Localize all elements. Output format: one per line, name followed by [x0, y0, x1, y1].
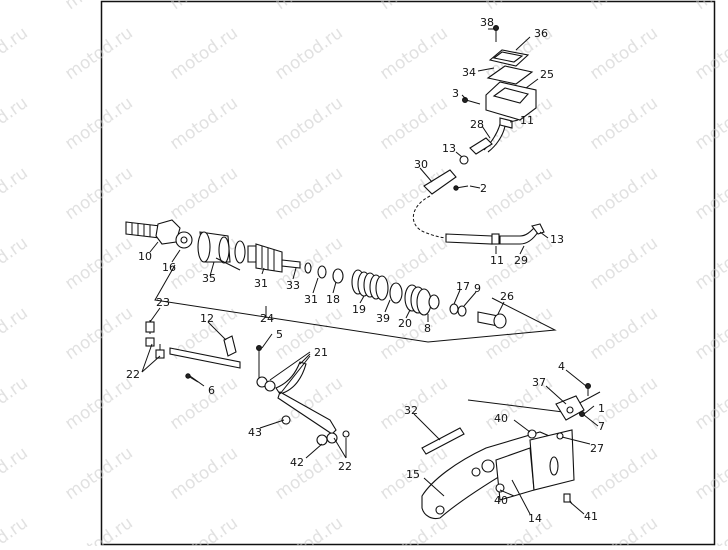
watermark-text: motod.ru — [0, 93, 32, 154]
hose-assembly — [413, 169, 545, 245]
callout-19: 19 — [352, 303, 366, 316]
callout-13-upper: 13 — [442, 142, 456, 155]
watermark-text: motod.ru — [0, 0, 32, 14]
leader-lines — [141, 28, 599, 515]
callout-23: 23 — [156, 296, 170, 309]
callout-10: 10 — [138, 250, 152, 263]
watermark-text: motod.ru — [0, 513, 32, 546]
callout-2: 2 — [480, 182, 487, 195]
callout-12: 12 — [200, 312, 214, 325]
callout-8: 8 — [424, 322, 431, 335]
watermark-text: motod.ru — [0, 23, 32, 84]
callout-22-left: 22 — [126, 368, 140, 381]
callout-30: 30 — [414, 158, 428, 171]
callout-38: 38 — [480, 16, 494, 29]
callout-31-left: 31 — [254, 277, 268, 290]
callout-27: 27 — [590, 442, 604, 455]
drawing-frame — [100, 0, 716, 546]
callout-25: 25 — [540, 68, 554, 81]
callout-31-right: 31 — [304, 293, 318, 306]
callout-11-upper: 11 — [520, 114, 534, 127]
callout-7: 7 — [598, 420, 605, 433]
callout-17: 17 — [456, 280, 470, 293]
callout-20: 20 — [398, 317, 412, 330]
callout-37: 37 — [532, 376, 546, 389]
callout-28: 28 — [470, 118, 484, 131]
pedal-assembly — [421, 383, 591, 520]
callout-1: 1 — [598, 402, 605, 415]
callout-22-right: 22 — [338, 460, 352, 473]
callout-33: 33 — [286, 279, 300, 292]
callout-4: 4 — [558, 360, 565, 373]
callout-35: 35 — [202, 272, 216, 285]
watermark-text: motod.ru — [0, 233, 32, 294]
watermark-text: motod.ru — [0, 443, 32, 504]
callout-29: 29 — [514, 254, 528, 267]
master-cylinder-components — [125, 219, 507, 329]
callout-40-upper: 40 — [494, 412, 508, 425]
watermark-text: motod.ru — [0, 373, 32, 434]
callout-21: 21 — [314, 346, 328, 359]
callout-11-lower: 11 — [490, 254, 504, 267]
callout-9: 9 — [474, 282, 481, 295]
callout-26: 26 — [500, 290, 514, 303]
part-number-labels: 38 36 34 25 3 11 28 13 30 2 13 11 29 10 … — [126, 16, 605, 525]
callout-16: 16 — [162, 261, 176, 274]
callout-24: 24 — [260, 312, 274, 325]
reservoir-assembly — [459, 25, 537, 165]
callout-39: 39 — [376, 312, 390, 325]
callout-5: 5 — [276, 328, 283, 341]
callout-14: 14 — [528, 512, 542, 525]
callout-34: 34 — [462, 66, 476, 79]
watermark-text: motod.ru — [0, 303, 32, 364]
callout-36: 36 — [534, 27, 548, 40]
callout-42: 42 — [290, 456, 304, 469]
callout-6: 6 — [208, 384, 215, 397]
callout-3: 3 — [452, 87, 459, 100]
callout-15: 15 — [406, 468, 420, 481]
brake-line-assembly — [145, 320, 350, 446]
callout-13-lower: 13 — [550, 233, 564, 246]
watermark-text: motod.ru — [0, 163, 32, 224]
callout-43: 43 — [248, 426, 262, 439]
callout-40-lower: 40 — [494, 494, 508, 507]
callout-41: 41 — [584, 510, 598, 523]
callout-18: 18 — [326, 293, 340, 306]
callout-32: 32 — [404, 404, 418, 417]
